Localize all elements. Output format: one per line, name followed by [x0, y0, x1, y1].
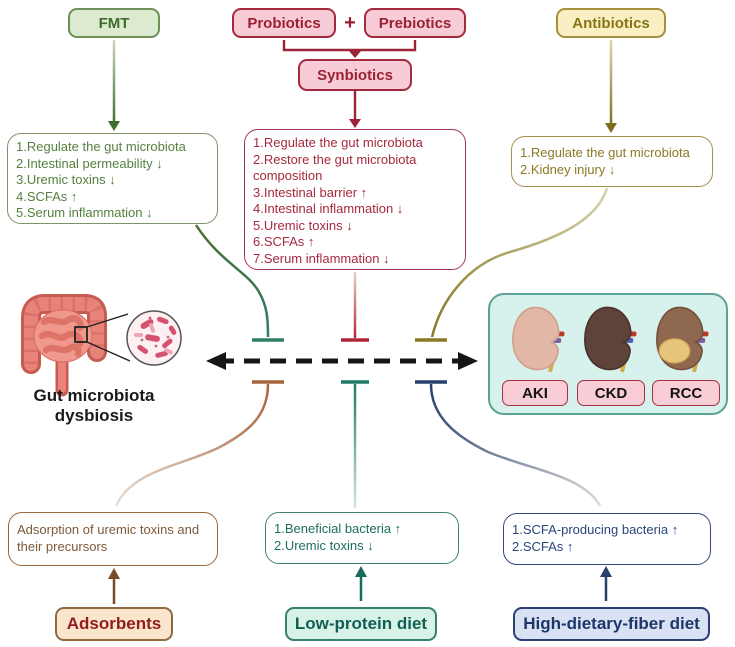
prebiotics-label: Prebiotics	[378, 14, 452, 32]
ckd-label: CKD	[577, 380, 645, 406]
probiotics-prebiotics-bracket	[282, 40, 417, 58]
rcc-label: RCC	[652, 380, 720, 406]
high-fiber-effect-item: 1.SCFA-producing bacteria ↑	[512, 522, 679, 537]
microbiota-magnifier	[74, 310, 182, 366]
synbiotics-box: Synbiotics	[298, 59, 412, 91]
bacteria-rods	[134, 316, 177, 358]
high-fiber-diet-box: High-dietary-fiber diet	[513, 607, 710, 641]
gut-dysbiosis-label-line1: Gut microbiota	[33, 386, 155, 405]
kidney-disease-panel: AKI CKD RCC	[488, 293, 728, 415]
adsorbents-label: Adsorbents	[66, 614, 162, 633]
synbiotics-effect-item: 4.Intestinal inflammation ↓	[253, 201, 404, 216]
adsorbents-effect-text: Adsorption of uremic toxins and their pr…	[17, 522, 200, 554]
adsorbents-inhibition-connector	[114, 380, 284, 507]
probiotics-label: Probiotics	[247, 14, 321, 32]
kidney-ckd-icon	[584, 306, 637, 373]
fmt-effect-item: 3.Uremic toxins ↓	[16, 172, 116, 187]
probiotics-box: Probiotics	[232, 8, 336, 38]
tumor-mass	[658, 338, 691, 364]
synbiotics-effect-item: 6.SCFAs ↑	[253, 234, 315, 249]
kidney-rcc-icon	[656, 306, 709, 373]
antibiotics-effect-item: 2.Kidney injury ↓	[520, 161, 616, 177]
antibiotics-box: Antibiotics	[556, 8, 666, 38]
synbiotics-inhibition-connector	[341, 272, 369, 342]
synbiotics-effect-item: 7.Serum inflammation ↓	[253, 250, 390, 266]
low-protein-inhibition-connector	[341, 380, 369, 508]
fmt-label: FMT	[98, 14, 130, 32]
adsorbents-up-arrow	[108, 568, 120, 604]
antibiotics-down-arrow	[605, 40, 617, 133]
adsorbents-effects-note: Adsorption of uremic toxins and their pr…	[8, 512, 218, 566]
low-protein-effect-item: 2.Uremic toxins ↓	[274, 537, 374, 553]
plus-sign: +	[344, 11, 356, 34]
low-protein-effect-item: 1.Beneficial bacteria ↑	[274, 521, 402, 536]
high-fiber-inhibition-connector	[415, 380, 602, 507]
synbiotics-down-arrow	[349, 91, 361, 128]
gut-dysbiosis-label: Gut microbiota dysbiosis	[8, 386, 180, 426]
aki-label: AKI	[502, 380, 568, 406]
fmt-effect-item: 1.Regulate the gut microbiota	[16, 139, 186, 154]
low-protein-diet-box: Low-protein diet	[285, 607, 437, 641]
gut-dysbiosis-label-line2: dysbiosis	[54, 406, 134, 425]
low-protein-diet-label: Low-protein diet	[294, 614, 428, 633]
fmt-effect-item: 2.Intestinal permeability ↓	[16, 155, 163, 171]
antibiotics-effect-item: 1.Regulate the gut microbiota	[520, 145, 690, 160]
synbiotics-effect-item: 1.Regulate the gut microbiota	[253, 135, 423, 150]
gut-illustration	[21, 294, 107, 397]
adsorbents-box: Adsorbents	[55, 607, 173, 641]
fmt-effects-note: 1.Regulate the gut microbiota 2.Intestin…	[7, 133, 218, 224]
high-fiber-effect-item: 2.SCFAs ↑	[512, 538, 574, 554]
fmt-effect-item: 4.SCFAs ↑	[16, 188, 78, 204]
dashed-bidirectional-arrow	[206, 352, 478, 370]
kidney-aki-icon	[512, 306, 565, 373]
synbiotics-effects-note: 1.Regulate the gut microbiota 2.Restore …	[244, 129, 466, 270]
synbiotics-effect-item: 2.Restore the gut microbiota composition	[253, 151, 417, 184]
low-protein-effects-note: 1.Beneficial bacteria ↑ 2.Uremic toxins …	[265, 512, 459, 564]
antibiotics-inhibition-connector	[415, 187, 609, 342]
fmt-down-arrow	[108, 40, 120, 131]
antibiotics-label: Antibiotics	[572, 14, 650, 32]
fmt-box: FMT	[68, 8, 160, 38]
prebiotics-box: Prebiotics	[364, 8, 466, 38]
fmt-inhibition-connector	[194, 224, 284, 342]
high-fiber-diet-label: High-dietary-fiber diet	[523, 614, 700, 633]
antibiotics-effects-note: 1.Regulate the gut microbiota 2.Kidney i…	[511, 136, 713, 187]
high-fiber-effects-note: 1.SCFA-producing bacteria ↑ 2.SCFAs ↑	[503, 513, 711, 565]
synbiotics-label: Synbiotics	[317, 66, 393, 84]
low-protein-up-arrow	[355, 566, 367, 601]
synbiotics-effect-item: 5.Uremic toxins ↓	[253, 217, 353, 233]
fmt-effect-item: 5.Serum inflammation ↓	[16, 205, 153, 220]
synbiotics-effect-item: 3.Intestinal barrier ↑	[253, 184, 368, 200]
high-fiber-up-arrow	[600, 566, 612, 601]
